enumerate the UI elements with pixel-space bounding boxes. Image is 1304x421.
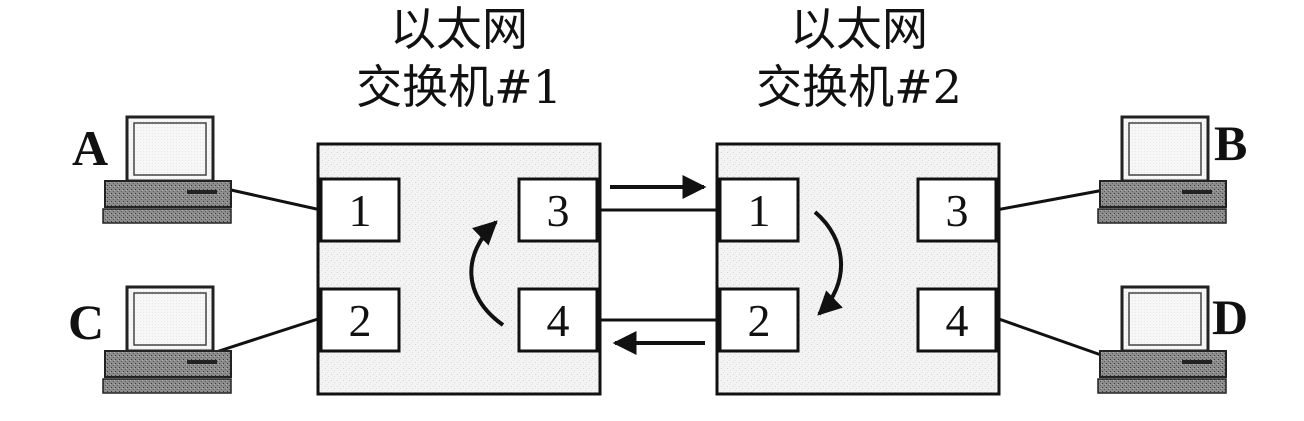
cable-host-c — [215, 316, 322, 354]
switch-1-port-3: 3 — [517, 177, 599, 243]
switch-1: 1 2 3 4 — [316, 142, 602, 396]
host-c-label: C — [68, 294, 105, 350]
switch-2-title-line2: 交换机#2 — [756, 60, 962, 114]
switch-2-title: 以太网 交换机#2 — [709, 0, 1009, 116]
computer-d-icon — [1097, 285, 1227, 394]
switch-1-port-1: 1 — [319, 177, 401, 243]
switch-1-port-2: 2 — [319, 287, 401, 353]
switch-1-port-4: 4 — [517, 287, 599, 353]
host-d-label: D — [1212, 289, 1249, 345]
switch-1-title: 以太网 交换机#1 — [309, 0, 609, 116]
switch-2-port-1: 1 — [718, 177, 800, 243]
switch-2: 1 2 3 4 — [715, 142, 1001, 396]
switch-1-port-1-label: 1 — [349, 185, 372, 236]
switch-2-port-1-label: 1 — [748, 185, 771, 236]
switch-2-port-3: 3 — [916, 177, 998, 243]
cable-host-d — [995, 316, 1105, 358]
switch-2-port-2: 2 — [718, 287, 800, 353]
switch-1-title-line2: 交换机#1 — [356, 60, 562, 114]
computer-c-icon — [102, 285, 232, 394]
computer-b-icon — [1097, 115, 1227, 224]
switch-2-port-3-label: 3 — [946, 185, 969, 236]
switch-1-port-2-label: 2 — [349, 295, 372, 346]
switch-2-port-4: 4 — [916, 287, 998, 353]
switch-2-port-2-label: 2 — [748, 295, 771, 346]
cable-host-b — [995, 188, 1105, 212]
switch-1-port-3-label: 3 — [547, 185, 570, 236]
switch-1-port-4-label: 4 — [547, 295, 570, 346]
computer-a-icon — [102, 115, 232, 224]
switch-1-forwarding-arrow — [469, 220, 505, 327]
switch-2-port-4-label: 4 — [946, 295, 969, 346]
switch-1-title-line1: 以太网 — [390, 2, 528, 56]
host-b-label: B — [1214, 115, 1248, 171]
cable-host-a — [221, 186, 322, 212]
host-a-label: A — [72, 120, 109, 176]
switch-2-title-line1: 以太网 — [790, 2, 928, 56]
switch-2-forwarding-arrow — [813, 210, 843, 316]
